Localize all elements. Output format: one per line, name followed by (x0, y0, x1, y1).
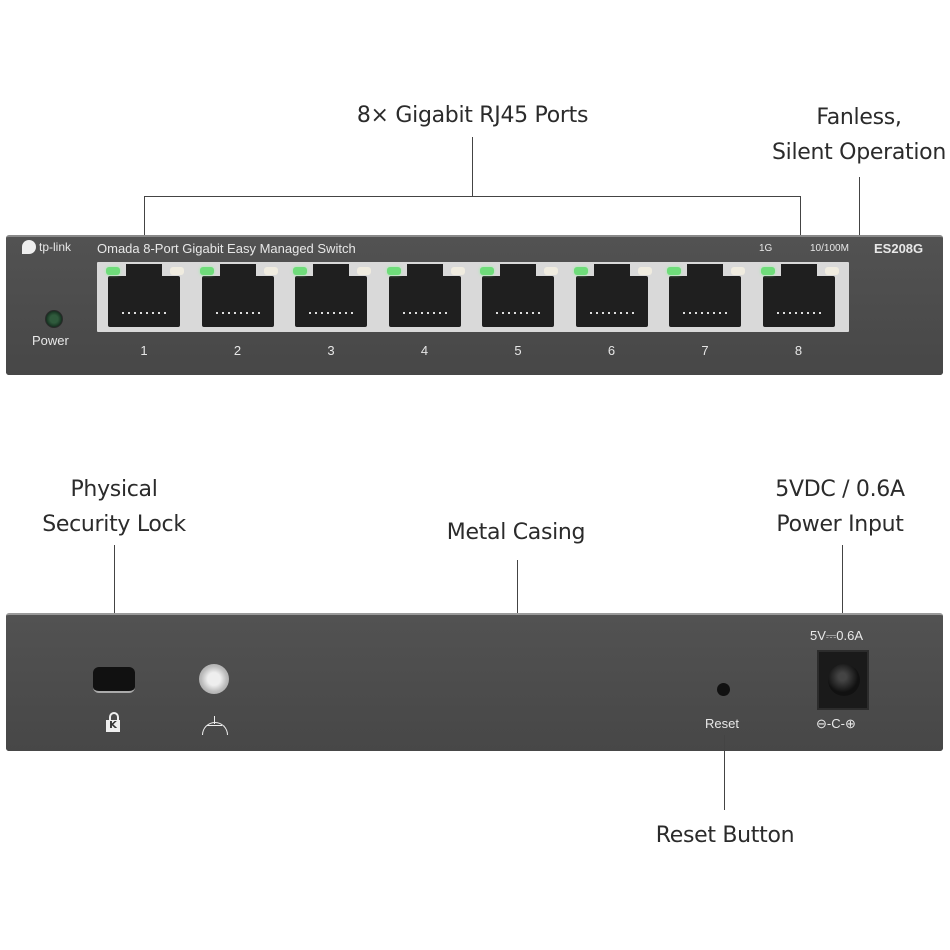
port-pins (215, 312, 260, 314)
fanless-line2: Silent Operation (772, 140, 946, 165)
speed-led-icon (170, 267, 184, 275)
port-pins (496, 312, 540, 314)
power-input-callout: 5VDC / 0.6A Power Input (760, 472, 920, 542)
kensington-lock-icon: K (106, 712, 120, 732)
ports-bracket (144, 196, 801, 197)
port-number-label: 5 (514, 343, 522, 358)
port-jack (762, 276, 835, 327)
reset-button[interactable] (717, 683, 730, 696)
rj45-port-6[interactable] (568, 262, 654, 332)
tp-link-logo-icon (22, 240, 36, 254)
ports-bracket-left (144, 196, 145, 264)
port-pins (122, 312, 166, 314)
port-latch (126, 264, 162, 277)
link-led-icon (293, 267, 307, 275)
port-jack (575, 276, 648, 327)
port-latch (687, 264, 723, 277)
port-jack (295, 276, 367, 327)
speed-led-icon (731, 267, 745, 275)
port-number-label: 4 (420, 343, 429, 358)
ports-callout-line (472, 137, 473, 196)
ground-icon (202, 716, 228, 735)
link-led-icon (760, 267, 775, 275)
speed-led-icon (544, 267, 558, 275)
tp-link-logo: tp-link (22, 240, 71, 254)
model-number: ES208G (874, 241, 924, 256)
port-jack (201, 276, 274, 327)
dc-power-jack[interactable] (817, 650, 869, 710)
port-pins (309, 312, 353, 314)
port-latch (313, 264, 349, 277)
dc-jack-hole (828, 664, 860, 696)
rj45-port-5[interactable] (474, 262, 560, 332)
power-led (45, 310, 63, 328)
led-legend-1g: 1G (759, 243, 773, 254)
port-latch (500, 264, 536, 277)
port-latch (780, 264, 817, 277)
power-rating-label: 5V⎓0.6A (810, 628, 864, 643)
port-latch (406, 264, 443, 277)
port-pins (683, 312, 727, 314)
rj45-port-8[interactable] (755, 262, 841, 332)
casing-callout-line (517, 560, 518, 613)
brand-label: tp-link (39, 240, 72, 254)
port-bay (97, 262, 849, 332)
port-number-label: 7 (701, 343, 709, 358)
lock-line2: Security Lock (42, 512, 186, 537)
link-led-icon (480, 267, 494, 275)
lock-callout-line (114, 545, 115, 660)
product-name: Omada 8-Port Gigabit Easy Managed Switch (97, 241, 356, 256)
port-latch (219, 264, 256, 277)
reset-label: Reset (705, 716, 739, 731)
security-lock-slot[interactable] (93, 667, 135, 693)
rj45-port-1[interactable] (100, 262, 186, 332)
port-pins (402, 312, 447, 314)
speed-led-icon (263, 267, 278, 275)
speed-led-icon (637, 267, 652, 275)
link-led-icon (667, 267, 681, 275)
link-led-icon (573, 267, 588, 275)
ports-callout: 8× Gigabit RJ45 Ports (356, 103, 589, 128)
port-number-label: 6 (607, 343, 616, 358)
lock-callout: Physical Security Lock (30, 472, 198, 542)
speed-led-icon (357, 267, 371, 275)
speed-led-icon (450, 267, 465, 275)
led-legend-100m: 10/100M (810, 243, 849, 254)
rj45-port-4[interactable] (381, 262, 467, 332)
speed-led-icon (824, 267, 839, 275)
rj45-port-7[interactable] (661, 262, 747, 332)
port-jack (108, 276, 180, 327)
ground-screw (199, 664, 229, 694)
port-number-label: 8 (794, 343, 803, 358)
port-number-label: 1 (140, 343, 148, 358)
fanless-line1: Fanless, (816, 105, 902, 130)
casing-callout: Metal Casing (446, 520, 586, 545)
fanless-callout: Fanless, Silent Operation (768, 100, 950, 170)
port-jack (482, 276, 554, 327)
power-line1: 5VDC / 0.6A (775, 477, 905, 502)
port-pins (589, 312, 634, 314)
port-latch (593, 264, 630, 277)
port-jack (669, 276, 741, 327)
reset-callout-line (724, 735, 725, 810)
link-led-icon (106, 267, 120, 275)
polarity-symbol: ⊖-C-⊕ (816, 716, 856, 731)
rj45-port-3[interactable] (287, 262, 373, 332)
link-led-icon (386, 267, 401, 275)
port-pins (776, 312, 821, 314)
port-jack (388, 276, 461, 327)
port-number-label: 2 (233, 343, 242, 358)
reset-callout: Reset Button (655, 823, 795, 848)
power-line2: Power Input (776, 512, 904, 537)
ports-bracket-right (800, 196, 801, 264)
fanless-callout-line (859, 177, 860, 237)
power-callout-line (842, 545, 843, 630)
rj45-port-2[interactable] (194, 262, 280, 332)
rear-panel (6, 613, 943, 751)
power-label: Power (32, 333, 69, 348)
lock-line1: Physical (70, 477, 158, 502)
link-led-icon (199, 267, 214, 275)
port-number-label: 3 (327, 343, 335, 358)
